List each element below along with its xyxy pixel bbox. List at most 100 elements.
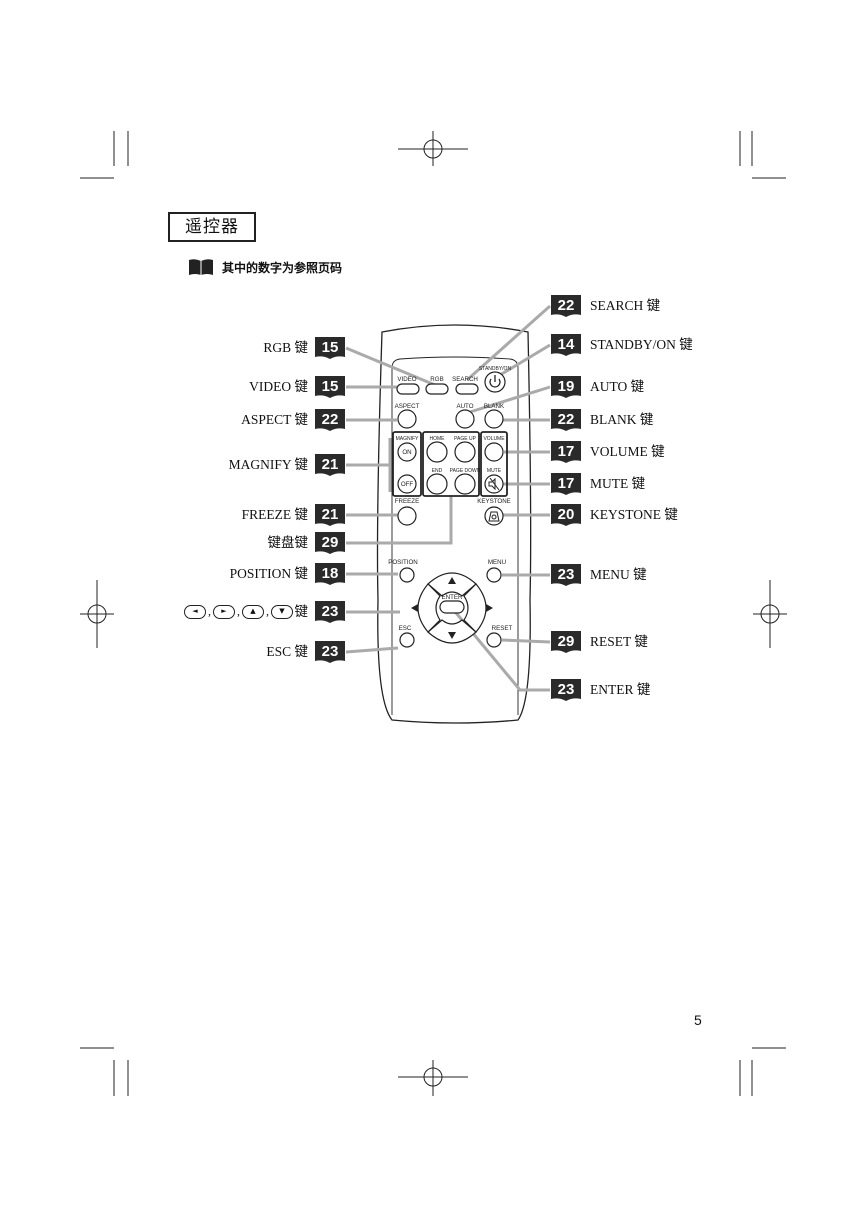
right-arrow-button[interactable]: [463, 583, 487, 633]
keystone-button[interactable]: [484, 506, 504, 526]
svg-text:VIDEO: VIDEO: [397, 376, 416, 383]
aspect-button[interactable]: [397, 409, 417, 429]
page-reference-number: 14: [558, 336, 575, 353]
page-reference-number: 22: [322, 411, 339, 428]
page-up-button[interactable]: [454, 441, 476, 463]
page-badge: 23: [315, 601, 345, 623]
callout-label: ESC 键: [266, 644, 308, 659]
page-reference-number: 20: [558, 506, 575, 523]
page-reference-number: 21: [322, 456, 339, 473]
callout-label: ASPECT 键: [241, 412, 308, 427]
svg-text:BLANK: BLANK: [484, 403, 505, 410]
esc-button[interactable]: [399, 632, 415, 648]
page-reference-number: 23: [558, 566, 575, 583]
page-reference-number: 22: [558, 297, 575, 314]
page-reference-number: 22: [558, 411, 575, 428]
magnify-on-button[interactable]: [397, 442, 417, 462]
video-button[interactable]: [396, 383, 420, 395]
callout-label: VOLUME 键: [590, 444, 665, 459]
reset-button[interactable]: [486, 632, 502, 648]
page-badge: 22: [551, 409, 581, 431]
callout-label: ENTER 键: [590, 682, 651, 697]
callout-label: 键: [294, 604, 309, 619]
page-badge: 21: [315, 504, 345, 526]
page-reference-number: 17: [558, 443, 575, 460]
page-badge: 19: [551, 376, 581, 398]
position-button[interactable]: [399, 567, 415, 583]
end-button[interactable]: [426, 473, 448, 495]
svg-text:MUTE: MUTE: [487, 468, 502, 474]
page-badge: 23: [551, 679, 581, 701]
callout-label: MENU 键: [590, 567, 647, 582]
page-badge: 17: [551, 473, 581, 495]
page-badge: 22: [315, 409, 345, 431]
page-badge: 14: [551, 334, 581, 356]
page-reference-number: 17: [558, 475, 575, 492]
svg-text:END: END: [432, 468, 443, 474]
page-reference-number: 15: [322, 378, 339, 395]
callout-label: MUTE 键: [590, 476, 646, 491]
blank-button[interactable]: [484, 409, 504, 429]
svg-text:SEARCH: SEARCH: [452, 376, 478, 383]
up-arrow-button[interactable]: [427, 572, 477, 597]
page-badge: 15: [315, 376, 345, 398]
callout-label: RESET 键: [590, 634, 648, 649]
mute-icon: [488, 477, 500, 491]
svg-text:PAGE DOWN: PAGE DOWN: [450, 468, 481, 474]
down-arrow-button[interactable]: [427, 619, 477, 644]
svg-text:VOLUME: VOLUME: [483, 436, 505, 442]
search-button[interactable]: [455, 383, 479, 395]
callout-lines: [345, 304, 551, 692]
page-reference-number: 23: [322, 643, 339, 660]
page-reference-number: 19: [558, 378, 575, 395]
page-reference-number: 23: [558, 681, 575, 698]
callout-label: FREEZE 键: [241, 507, 308, 522]
svg-text:ASPECT: ASPECT: [395, 403, 420, 410]
rgb-button[interactable]: [425, 383, 449, 395]
subtitle-row: 其中的数字为参照页码: [188, 257, 342, 277]
svg-text:MENU: MENU: [488, 559, 506, 566]
svg-text:OFF: OFF: [401, 481, 414, 488]
home-button[interactable]: [426, 441, 448, 463]
svg-text:AUTO: AUTO: [456, 403, 473, 410]
page-reference-number: 29: [558, 633, 575, 650]
page-down-button[interactable]: [454, 473, 476, 495]
svg-text:STANDBY/ON: STANDBY/ON: [479, 366, 512, 372]
remote-buttons: [392, 371, 508, 648]
arrow-key-symbols: ◄ , ► , ▲ , ▼: [184, 604, 293, 619]
callout-label: AUTO 键: [590, 379, 645, 394]
svg-text:POSITION: POSITION: [388, 559, 418, 566]
svg-text:ENTER: ENTER: [442, 594, 464, 601]
magnify-off-button[interactable]: [397, 474, 417, 494]
page-reference-number: 18: [322, 565, 339, 582]
svg-text:HOME: HOME: [430, 436, 446, 442]
right-arrow-key-icon: ►: [213, 604, 235, 619]
freeze-button[interactable]: [397, 506, 417, 526]
page-badge: 20: [551, 504, 581, 526]
svg-text:RGB: RGB: [430, 376, 443, 383]
page-badge: 18: [315, 563, 345, 585]
enter-button[interactable]: [439, 600, 465, 614]
callout-label: RGB 键: [263, 340, 308, 355]
svg-text:RESET: RESET: [492, 625, 513, 632]
callout-label: POSITION 键: [229, 566, 308, 581]
page-badge: 21: [315, 454, 345, 476]
auto-button[interactable]: [455, 409, 475, 429]
page-reference-number: 21: [322, 506, 339, 523]
power-icon: [489, 375, 501, 388]
book-icon: [189, 259, 213, 275]
menu-button[interactable]: [486, 567, 502, 583]
volume-button[interactable]: [484, 442, 504, 462]
left-arrow-button[interactable]: [417, 583, 441, 633]
left-arrow-key-icon: ◄: [184, 604, 206, 619]
callout-label: MAGNIFY 键: [228, 457, 308, 472]
svg-text:MAGNIFY: MAGNIFY: [396, 436, 419, 442]
page-badge: 29: [551, 631, 581, 653]
up-arrow-key-icon: ▲: [242, 604, 264, 619]
svg-text:PAGE UP: PAGE UP: [454, 436, 477, 442]
page-number: 5: [694, 1012, 702, 1028]
callout-label: VIDEO 键: [249, 379, 308, 394]
page-badge: 22: [551, 295, 581, 317]
